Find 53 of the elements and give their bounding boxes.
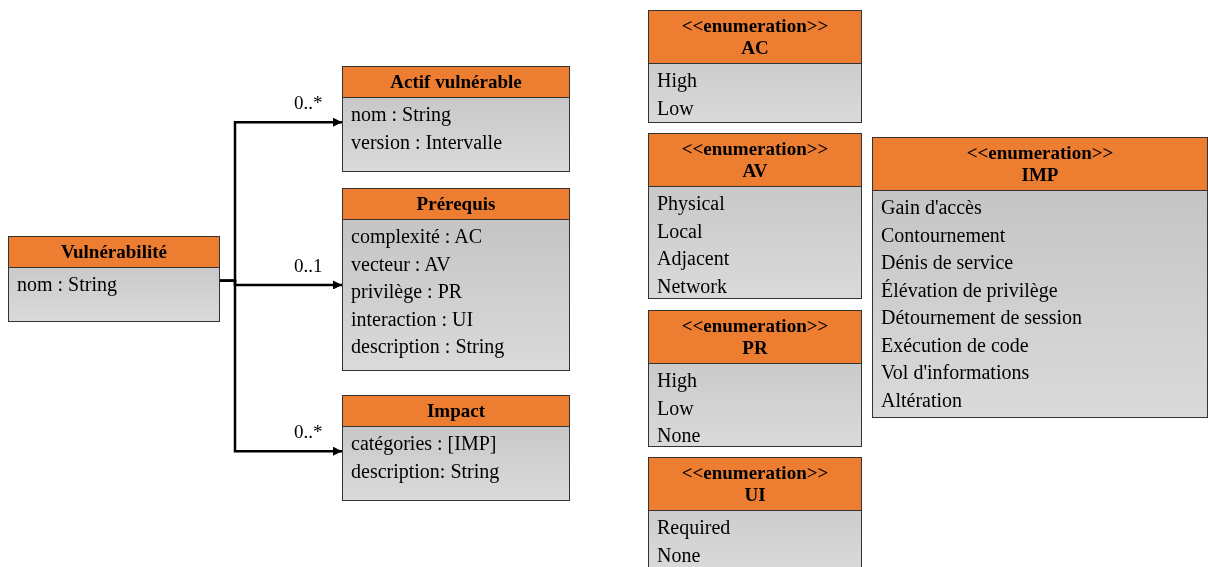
- enum-value: Gain d'accès: [881, 195, 982, 220]
- enumeration-class-box: [648, 457, 862, 567]
- class-name: Vulnérabilité: [60, 241, 168, 263]
- enumeration-class-box: [648, 310, 862, 447]
- enum-value: Contournement: [881, 222, 1006, 248]
- class-name: AV: [741, 160, 769, 182]
- enumeration-class-box: [648, 10, 862, 123]
- enum-value: Altération: [881, 387, 963, 413]
- attribute-text: description: String: [351, 458, 500, 485]
- attribute-text: privilège : PR: [351, 279, 463, 305]
- class-name: UI: [743, 484, 767, 506]
- attribute-text: nom : String: [351, 102, 451, 128]
- association-arrow: [220, 279, 342, 456]
- class-box: [8, 236, 220, 322]
- attribute-text: catégories : [IMP]: [351, 431, 497, 457]
- enum-value: Détournement de session: [881, 305, 1083, 330]
- enum-value: Required: [657, 515, 731, 541]
- stereotype-label: <<enumeration>>: [680, 462, 830, 484]
- stereotype-label: <<enumeration>>: [680, 15, 830, 37]
- enum-value: High: [657, 68, 697, 94]
- enum-value: Exécution de code: [881, 332, 1029, 358]
- class-name: Actif vulnérable: [389, 71, 523, 93]
- attribute-text: description : String: [351, 334, 505, 360]
- class-name: AC: [740, 37, 770, 59]
- attribute-text: version : Intervalle: [351, 129, 503, 155]
- enumeration-class-box: [872, 137, 1208, 418]
- class-name: Prérequis: [415, 193, 497, 215]
- enum-value: None: [657, 542, 701, 567]
- enum-value: Élévation de privilège: [881, 277, 1058, 304]
- enum-value: Physical: [657, 191, 725, 217]
- class-box: [342, 188, 570, 371]
- enum-value: Network: [657, 273, 727, 299]
- attribute-text: interaction : UI: [351, 306, 474, 332]
- stereotype-label: <<enumeration>>: [680, 315, 830, 337]
- enumeration-class-box: [648, 133, 862, 299]
- enum-value: Dénis de service: [881, 250, 1014, 275]
- enum-value: Low: [657, 95, 694, 121]
- attribute-text: nom : String: [17, 272, 117, 298]
- attribute-text: vecteur : AV: [351, 251, 451, 277]
- stereotype-label: <<enumeration>>: [965, 142, 1115, 164]
- class-name: PR: [741, 337, 769, 359]
- class-box: [342, 395, 570, 501]
- enum-value: Local: [657, 218, 703, 244]
- stereotype-label: <<enumeration>>: [680, 138, 830, 160]
- attribute-text: complexité : AC: [351, 224, 483, 250]
- enum-value: Adjacent: [657, 246, 730, 272]
- class-box: [342, 66, 570, 172]
- enum-value: Low: [657, 395, 694, 421]
- enum-value: High: [657, 368, 697, 394]
- class-name: Impact: [425, 400, 487, 422]
- class-name: IMP: [1020, 164, 1060, 186]
- enum-value: None: [657, 423, 701, 448]
- enum-value: Vol d'informations: [881, 360, 1030, 385]
